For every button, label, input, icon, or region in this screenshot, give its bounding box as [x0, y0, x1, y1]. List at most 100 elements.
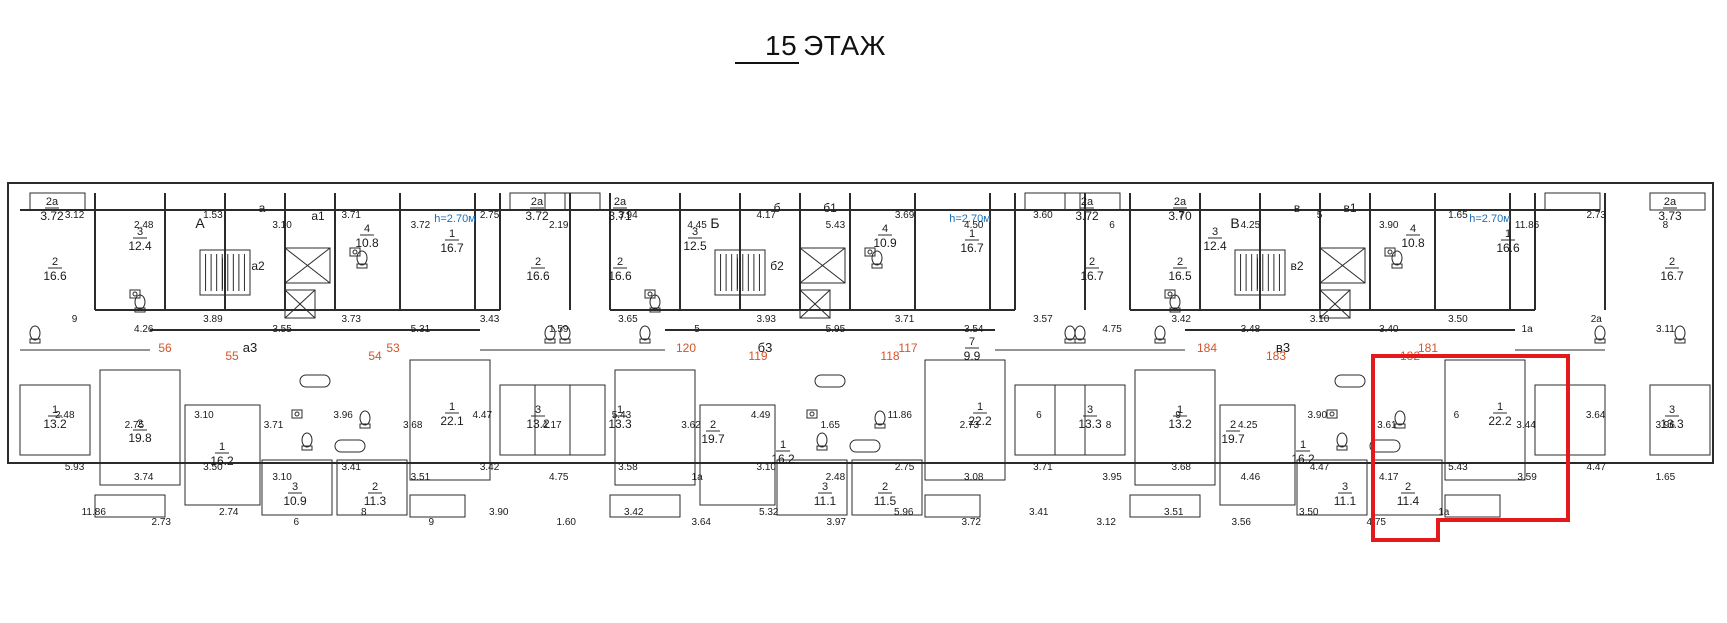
room-area-label: 11.4 [1397, 494, 1420, 508]
dimension-label: 3.12 [65, 210, 85, 221]
room-number-label: 3 [292, 481, 298, 493]
elevator-cross [799, 247, 846, 284]
dimension-label: 2.48 [826, 472, 846, 483]
sink-icon [864, 247, 876, 257]
sink-drain-icon [1329, 411, 1335, 417]
highlighted-apartment-outline [1371, 354, 1570, 542]
room-outline [336, 459, 408, 516]
room-number-label: 2 [1669, 256, 1675, 268]
apartment-number: 56 [158, 341, 172, 355]
elevator-icon [1319, 247, 1366, 284]
room-number-label: 3 [1212, 226, 1218, 238]
balcony [1024, 192, 1081, 211]
dimension-label: 5.31 [411, 324, 431, 335]
room-area-label: 13.3 [1078, 417, 1102, 431]
toilet-icon [301, 432, 313, 448]
toilet-tank-icon [134, 307, 146, 313]
room-outline [99, 369, 181, 486]
room-number-label: 1 [617, 404, 623, 416]
room-area-label: 19.7 [701, 432, 725, 446]
balcony [409, 494, 466, 518]
room-outline [614, 369, 696, 486]
toilet-icon [639, 325, 651, 341]
dimension-label: 3.10 [194, 410, 214, 421]
dimension-label: 3.89 [203, 314, 223, 325]
dimension-label: 11.86 [82, 507, 107, 518]
room-number-label: 3 [822, 481, 828, 493]
dimension-label: 2.19 [549, 220, 569, 231]
toilet-tank-icon [29, 338, 41, 344]
dimension-label: 5.43 [1448, 462, 1468, 473]
room-area-label: 13.2 [526, 417, 550, 431]
toilet-tank-icon [356, 263, 368, 269]
room-number-label: 3 [692, 226, 698, 238]
room-area-label: 11.1 [1334, 494, 1357, 508]
room-area-label: 16.7 [960, 241, 984, 255]
room-number-label: 2 [372, 481, 378, 493]
elevator-cross [1319, 247, 1366, 284]
room-number-label: 2а [1174, 196, 1187, 208]
dimension-label: 9 [72, 314, 78, 325]
room-number-label: 7 [969, 336, 975, 348]
room-area-label: 22.2 [968, 414, 992, 428]
apartment-number: 54 [368, 349, 382, 363]
dimension-label: 11.86 [1515, 220, 1540, 231]
dimension-label: 2.48 [55, 410, 75, 421]
room-area-label: 19.7 [1221, 432, 1245, 446]
room-area-label: 11.3 [364, 494, 387, 508]
toilet-icon [1674, 325, 1686, 341]
room-number-label: 1 [1497, 401, 1503, 413]
room-area-label: 16.2 [1291, 452, 1315, 466]
dimension-label: 5.43 [612, 410, 632, 421]
toilet-icon [1154, 325, 1166, 341]
balcony [509, 192, 566, 211]
dimension-label: 1.53 [203, 210, 223, 221]
dimension-label: 5.95 [826, 324, 846, 335]
room-outline [1444, 359, 1526, 481]
room-area-label: 3.73 [1658, 209, 1682, 223]
room-number-label: 3 [1087, 404, 1093, 416]
room-number-label: 2 [137, 418, 143, 430]
toilet-tank-icon [544, 338, 556, 344]
dimension-label: 3.50 [1448, 314, 1468, 325]
toilet-icon [1336, 432, 1348, 448]
dimension-label: 3.42 [624, 507, 644, 518]
toilet-tank-icon [1154, 338, 1166, 344]
room-number-label: 2 [1089, 256, 1095, 268]
elevator-icon [284, 289, 316, 319]
room-number-label: 2а [614, 196, 627, 208]
sink-drain-icon [132, 291, 138, 297]
balcony [1649, 192, 1706, 211]
dimension-label: 3.94 [618, 210, 638, 221]
room-area-label: 12.4 [128, 239, 152, 253]
dimension-label: 3.95 [1102, 472, 1122, 483]
room-number-label: 2 [710, 419, 716, 431]
room-outline [1219, 404, 1296, 506]
stair-label: б [774, 201, 781, 215]
dimension-label: 4.17 [757, 210, 777, 221]
toilet-icon [559, 325, 571, 341]
dimension-label: 4.47 [1310, 462, 1330, 473]
room-area-label: 10.9 [873, 236, 897, 250]
dimension-label: 1.60 [557, 517, 577, 528]
bathtub-icon [299, 374, 331, 388]
dimension-label: 3.64 [1586, 410, 1606, 421]
toilet-tank-icon [816, 445, 828, 451]
sink-drain-icon [1167, 291, 1173, 297]
balcony [1444, 494, 1501, 518]
dimension-label: 4.17 [1379, 472, 1399, 483]
floor-number: 15 [735, 30, 800, 64]
room-number-label: 2 [1177, 256, 1183, 268]
toilet-icon [1391, 250, 1403, 266]
dimension-label: 3.71 [895, 314, 915, 325]
toilet-tank-icon [559, 338, 571, 344]
dimension-label: 6 [1109, 220, 1115, 231]
toilet-tank-icon [1594, 338, 1606, 344]
room-area-label: 10.9 [283, 494, 307, 508]
dimension-label: 3.71 [264, 420, 284, 431]
room-number-label: 1 [780, 439, 786, 451]
dimension-label: 1.65 [1656, 472, 1676, 483]
room-area-label: 13.2 [43, 417, 67, 431]
dimension-label: 4.26 [134, 324, 154, 335]
room-number-label: 1 [1300, 439, 1306, 451]
